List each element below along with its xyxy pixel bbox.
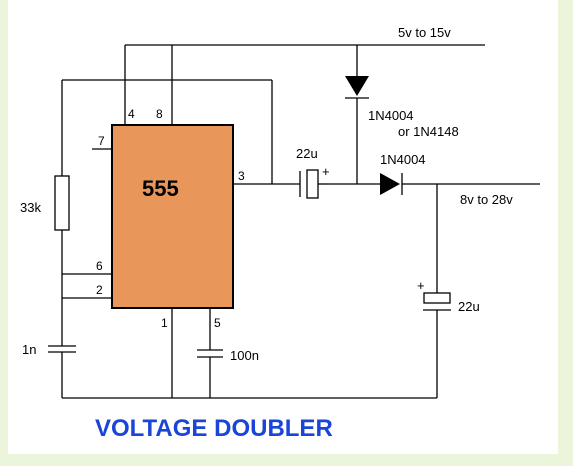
diagram-title: VOLTAGE DOUBLER	[95, 415, 333, 442]
pin-1-label: 1	[161, 316, 168, 330]
c100n-label: 100n	[230, 348, 259, 363]
resistor-label: 33k	[20, 200, 41, 215]
output-diode-triangle	[380, 173, 400, 195]
ic-555: 555 4 8 7 6 2 3 1 5	[96, 107, 245, 330]
pin-8-label: 8	[156, 107, 163, 121]
pump-plus: +	[322, 164, 330, 179]
pin-7-label: 7	[98, 134, 105, 148]
diode-output: 1N4004	[380, 152, 426, 195]
capacitor-22u-output: + 22u	[417, 278, 480, 316]
wires	[61, 44, 540, 399]
output-diode-label: 1N4004	[380, 152, 426, 167]
supply-diode-label: 1N4004	[368, 108, 414, 123]
pin-2-label: 2	[96, 283, 103, 297]
pin-3-label: 3	[238, 169, 245, 183]
capacitor-100n: 100n	[197, 346, 259, 363]
pin-5-label: 5	[214, 316, 221, 330]
cout-plate-top	[423, 292, 451, 304]
pump-label: 22u	[296, 146, 318, 161]
supply-diode-alt: or 1N4148	[398, 124, 459, 139]
chip-body	[111, 124, 234, 309]
pump-plate-right	[306, 169, 319, 199]
output-voltage-label: 8v to 28v	[460, 192, 513, 207]
diagram-panel	[8, 0, 558, 454]
capacitor-22u-pump: + 22u	[296, 146, 330, 199]
supply-diode-triangle	[345, 76, 369, 96]
chip-label: 555	[142, 176, 179, 201]
capacitor-1n: 1n	[22, 338, 76, 360]
pin-6-label: 6	[96, 259, 103, 273]
cout-label: 22u	[458, 299, 480, 314]
cout-plus: +	[417, 278, 425, 293]
resistor-body	[54, 175, 70, 231]
diode-supply: 1N4004 or 1N4148	[345, 76, 459, 139]
pin-4-label: 4	[128, 107, 135, 121]
supply-voltage-label: 5v to 15v	[398, 25, 451, 40]
resistor-33k: 33k	[20, 175, 70, 231]
c1n-label: 1n	[22, 342, 36, 357]
